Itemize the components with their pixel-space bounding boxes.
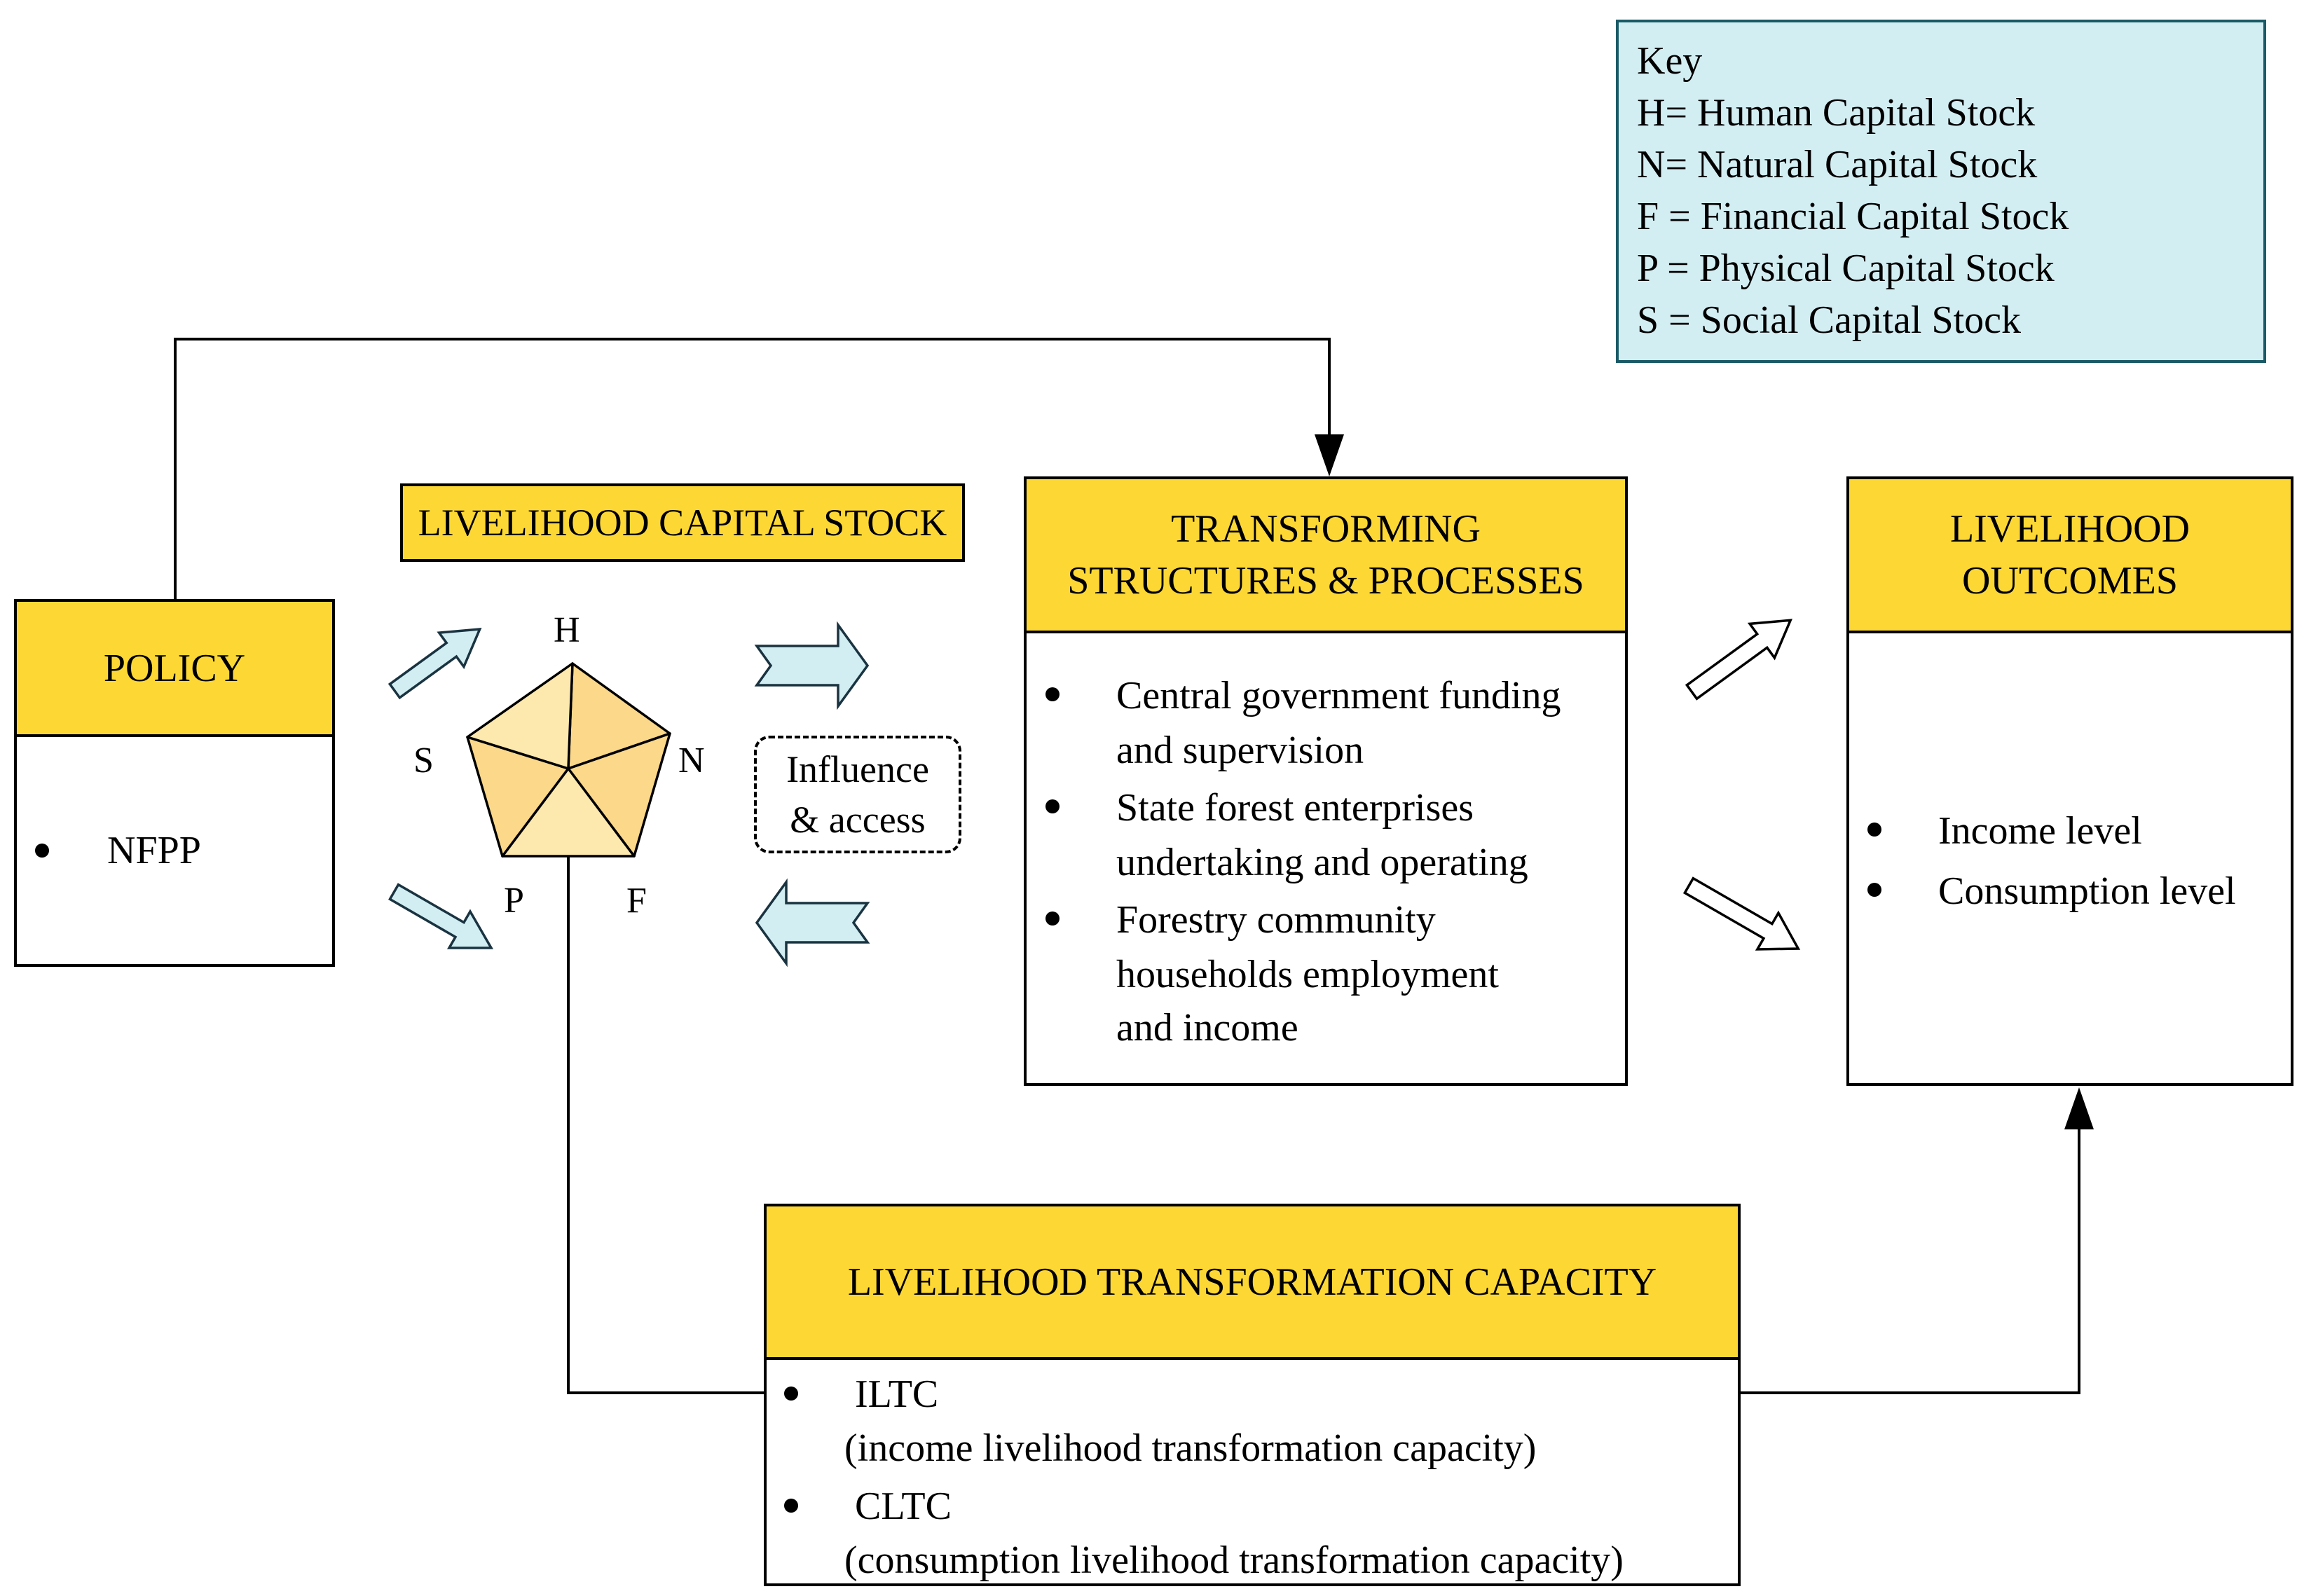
transforming-to-outcomes-lower-arrow	[1682, 876, 1801, 951]
capacity-to-outcomes-connector	[1741, 1129, 2080, 1394]
capital-label-n: N	[678, 741, 705, 780]
policy-item-nfpp: NFPP	[107, 829, 201, 872]
capital-stock-title: LIVELIHOOD CAPITAL STOCK	[418, 502, 947, 544]
capacity-item-1-code: ILTC	[855, 1373, 939, 1416]
transforming-title-line-2: STRUCTURES & PROCESSES	[1067, 559, 1584, 603]
capacity-item-2-code: CLTC	[855, 1485, 952, 1528]
capacity-bullet-2	[784, 1499, 798, 1513]
transforming-item-1-line-1: Central government funding	[1116, 674, 1561, 717]
policy-title: POLICY	[103, 646, 246, 690]
outcomes-bullet-2	[1867, 883, 1881, 897]
capacity-title: LIVELIHOOD TRANSFORMATION CAPACITY	[847, 1260, 1657, 1304]
capital-pentagon	[466, 662, 671, 858]
transforming-item-2-line-1: State forest enterprises	[1116, 786, 1474, 830]
policy-to-transforming-connector	[174, 338, 1331, 599]
transforming-item-3-line-3: and income	[1116, 1006, 1298, 1050]
transforming-item-2-line-2: undertaking and operating	[1116, 841, 1528, 884]
capital-label-h: H	[554, 610, 580, 650]
transforming-to-outcomes-upper-arrow	[1685, 619, 1792, 701]
policy-header: POLICY	[14, 599, 335, 737]
influence-access-box: Influence & access	[754, 736, 961, 853]
outcomes-item-income: Income level	[1938, 809, 2142, 853]
outcomes-bullet-1	[1867, 823, 1881, 837]
capital-label-p: P	[504, 881, 524, 921]
key-item-p: P = Physical Capital Stock	[1637, 247, 2055, 290]
key-item-h: H= Human Capital Stock	[1637, 91, 2036, 135]
transforming-header: TRANSFORMING STRUCTURES & PROCESSES	[1024, 476, 1628, 633]
capital-to-transforming-chevron	[754, 621, 870, 710]
capital-label-f: F	[626, 881, 647, 921]
key-legend: Key H= Human Capital Stock N= Natural Ca…	[1616, 20, 2266, 363]
outcomes-title-line-2: OUTCOMES	[1961, 559, 2179, 603]
capacity-to-outcomes-arrowhead	[2064, 1087, 2094, 1129]
transforming-bullet-3	[1045, 911, 1060, 926]
influence-line-2: & access	[790, 799, 926, 841]
key-item-f: F = Financial Capital Stock	[1637, 195, 2069, 238]
capacity-header: LIVELIHOOD TRANSFORMATION CAPACITY	[764, 1204, 1741, 1360]
transforming-bullet-1	[1045, 687, 1060, 701]
influence-line-1: Influence	[786, 748, 929, 790]
transforming-title-line-1: TRANSFORMING	[1171, 507, 1481, 551]
outcomes-item-consumption: Consumption level	[1938, 869, 2236, 913]
capital-to-capacity-connector	[567, 856, 764, 1394]
capital-stock-header: LIVELIHOOD CAPITAL STOCK	[400, 483, 965, 562]
key-item-s: S = Social Capital Stock	[1637, 298, 2021, 342]
transforming-bullet-2	[1045, 799, 1060, 813]
transforming-to-capital-chevron	[755, 878, 870, 968]
outcomes-title-line-1: LIVELIHOOD	[1949, 507, 2190, 551]
key-item-n: N= Natural Capital Stock	[1637, 143, 2038, 186]
capital-label-s: S	[413, 741, 434, 780]
capacity-item-1-desc: (income livelihood transformation capaci…	[844, 1426, 1537, 1470]
transforming-item-3-line-2: households employment	[1116, 953, 1499, 996]
capacity-item-2-desc: (consumption livelihood transformation c…	[844, 1539, 1624, 1582]
policy-to-capital-upper-arrow	[388, 627, 482, 700]
outcomes-header: LIVELIHOOD OUTCOMES	[1846, 476, 2293, 633]
transforming-item-1-line-2: and supervision	[1116, 729, 1364, 772]
policy-to-capital-lower-arrow	[388, 883, 494, 949]
transforming-item-3-line-1: Forestry community	[1116, 898, 1436, 942]
pentagon-sector-s-h	[466, 662, 574, 770]
key-title: Key	[1637, 39, 1703, 83]
policy-to-transforming-arrowhead	[1315, 434, 1344, 476]
capacity-bullet-1	[784, 1387, 798, 1401]
policy-bullet	[35, 844, 49, 858]
